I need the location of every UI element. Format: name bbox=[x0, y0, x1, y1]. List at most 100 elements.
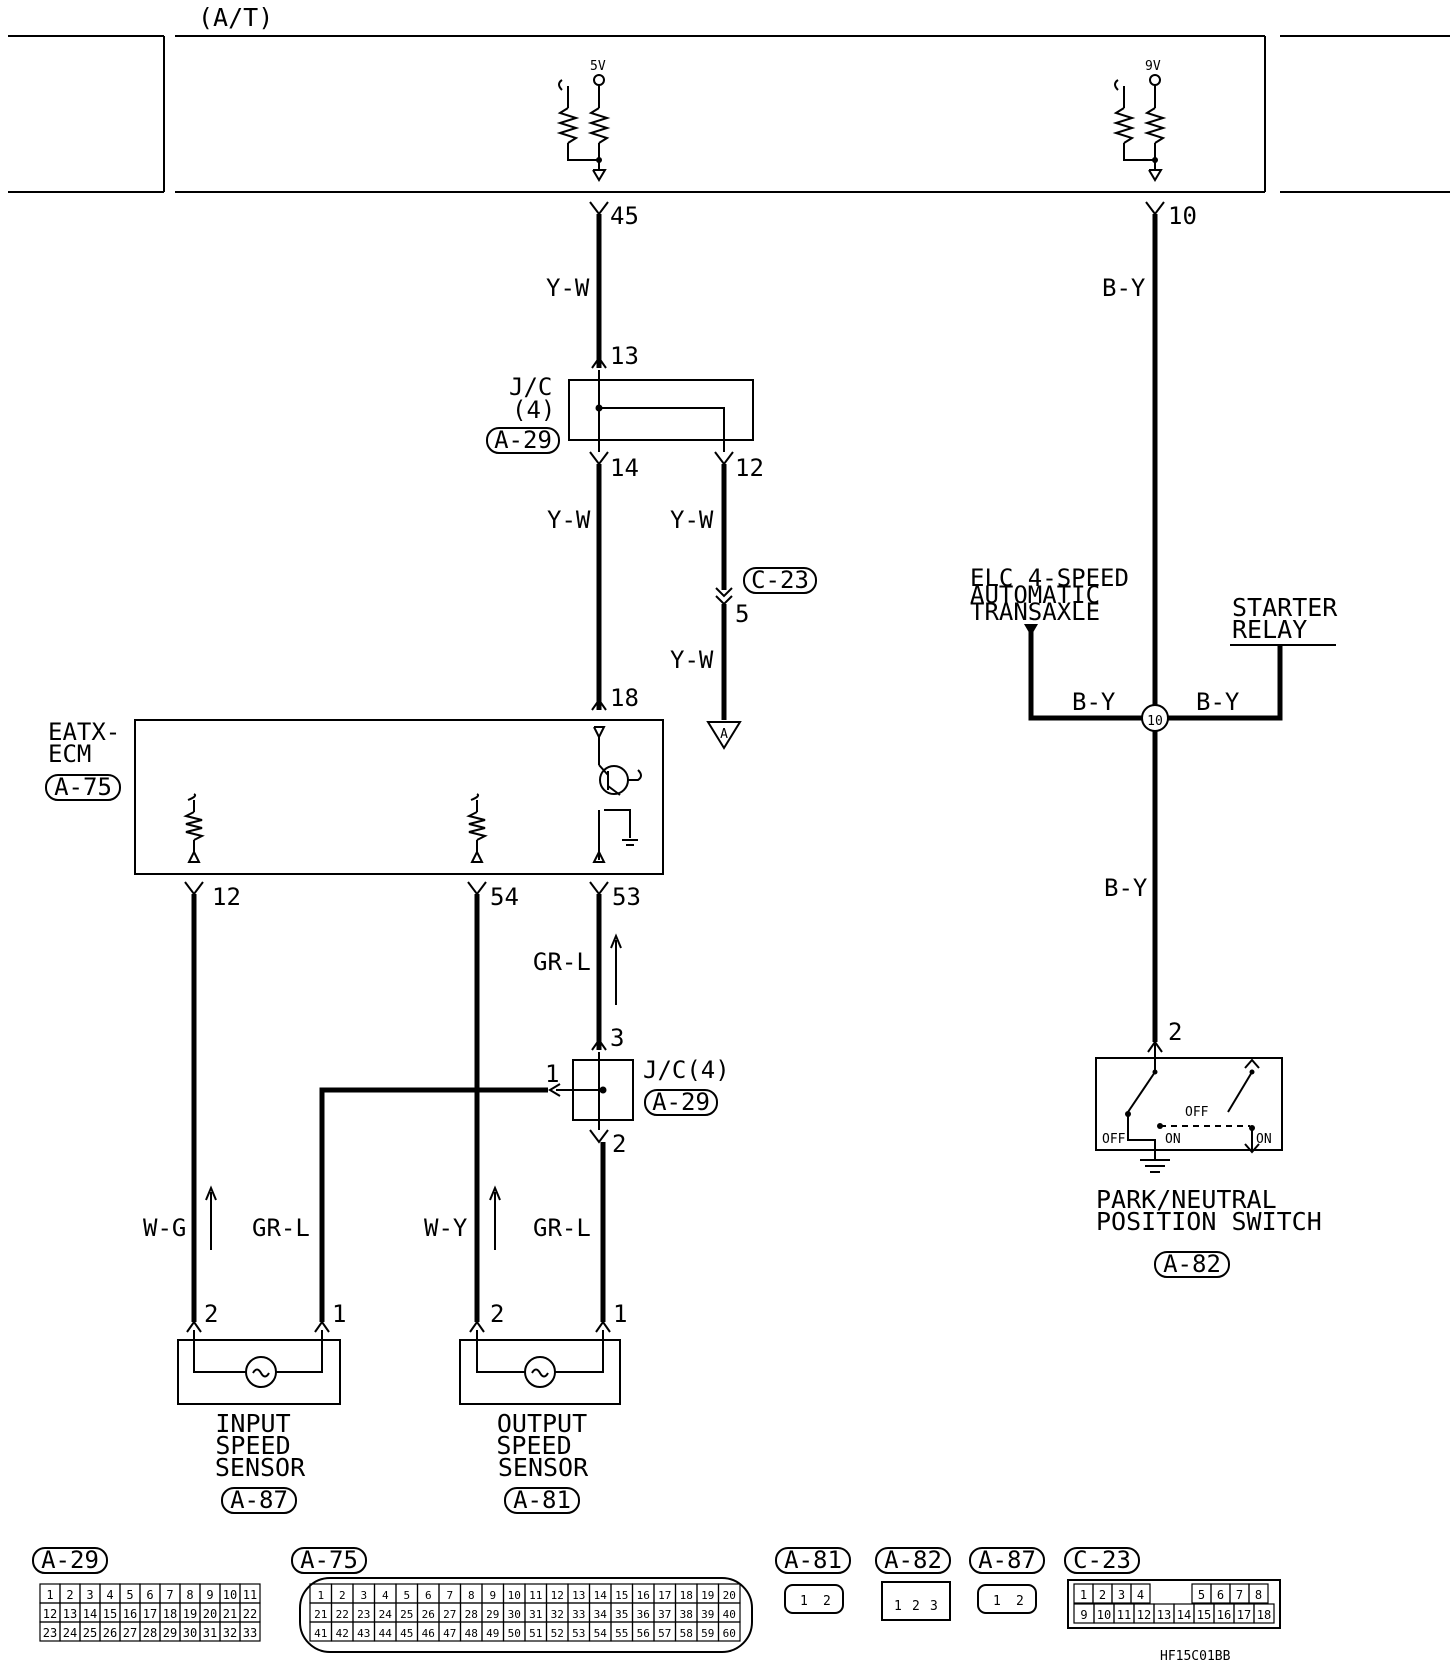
figure-code: HF15C01BB bbox=[1160, 1649, 1231, 1664]
connector-pin-number: 58 bbox=[680, 1627, 693, 1640]
connector-pin-number: 47 bbox=[443, 1627, 456, 1640]
elc-transaxle-label: ELC 4-SPEED AUTOMATIC TRANSAXLE bbox=[970, 564, 1129, 626]
input-sensor-pin-1: 1 bbox=[332, 1300, 346, 1328]
input-sensor-name-2: SPEED bbox=[215, 1431, 290, 1460]
wire-color-label: Y-W bbox=[670, 506, 714, 534]
connector-pin-number: 4 bbox=[1137, 1588, 1144, 1602]
wire-color-label: W-G bbox=[143, 1214, 186, 1242]
connector-pin-number: 16 bbox=[123, 1607, 137, 1621]
connector-pin-number: 40 bbox=[723, 1608, 736, 1621]
connector-pin-number: 20 bbox=[203, 1607, 217, 1621]
connector-pin-number: 14 bbox=[594, 1589, 608, 1602]
starter-line-2: RELAY bbox=[1232, 615, 1307, 644]
pin-1-jc-label: 1 bbox=[545, 1060, 559, 1088]
connector-pin-number: 18 bbox=[163, 1607, 177, 1621]
pin-5-label: 5 bbox=[735, 600, 749, 628]
connector-pin-number: 24 bbox=[63, 1626, 77, 1640]
connector-pin-number: 5 bbox=[403, 1589, 410, 1602]
connector-pin-number: 3 bbox=[1118, 1588, 1125, 1602]
ecm-name-2: ECM bbox=[48, 740, 91, 768]
pin-53-label: 53 bbox=[612, 883, 641, 911]
connector-pin-number: 6 bbox=[425, 1589, 432, 1602]
wire-color-label: B-Y bbox=[1072, 688, 1116, 716]
connector-cell bbox=[239, 1621, 261, 1642]
connector-pin-number: 15 bbox=[615, 1589, 628, 1602]
connector-pin-number: 39 bbox=[701, 1608, 714, 1621]
connector-pin-number: 21 bbox=[223, 1607, 237, 1621]
switch-on-2: ON bbox=[1256, 1132, 1272, 1147]
connector-pin-number: 23 bbox=[357, 1608, 370, 1621]
connector-pin-number: 46 bbox=[422, 1627, 435, 1640]
wire-color-label: Y-W bbox=[670, 646, 714, 674]
splice-node-10: 10 B-Y B-Y B-Y 2 bbox=[1024, 624, 1336, 1053]
input-sensor-code: A-87 bbox=[230, 1486, 288, 1514]
connector-pin-number: 14 bbox=[83, 1607, 97, 1621]
voltage-5v-label: 5V bbox=[590, 59, 606, 74]
connector-pin-number: 4 bbox=[106, 1588, 113, 1602]
starter-line-1: STARTER bbox=[1232, 593, 1338, 622]
pin-12-ecm-label: 12 bbox=[212, 883, 241, 911]
starter-relay-label: STARTER RELAY bbox=[1232, 593, 1338, 644]
connector-pin-number: 32 bbox=[223, 1626, 237, 1640]
wire-color-label: GR-L bbox=[252, 1214, 310, 1242]
connector-pin-number: 56 bbox=[637, 1627, 650, 1640]
connector-pin-number: 5 bbox=[1198, 1588, 1205, 1602]
switch-on-1: ON bbox=[1165, 1132, 1181, 1147]
connector-pin-number: 10 bbox=[223, 1588, 237, 1602]
a87-pin: 1 bbox=[993, 1594, 1001, 1609]
connector-a87-face: A-87 1 2 bbox=[969, 1546, 1045, 1614]
connector-pin-number: 2 bbox=[66, 1588, 73, 1602]
connector-pin-number: 10 bbox=[508, 1589, 521, 1602]
connector-pin-number: 19 bbox=[183, 1607, 197, 1621]
connector-pin-number: 16 bbox=[1217, 1608, 1231, 1622]
connector-pin-number: 31 bbox=[203, 1626, 217, 1640]
elc-line-1: ELC 4-SPEED bbox=[970, 564, 1129, 592]
connector-pin-number: 37 bbox=[658, 1608, 671, 1621]
pin-10-label: 10 bbox=[1168, 202, 1197, 230]
connector-pin-number: 17 bbox=[143, 1607, 157, 1621]
connector-pin-number: 8 bbox=[186, 1588, 193, 1602]
output-sensor-code: A-81 bbox=[513, 1486, 571, 1514]
connector-pin-number: 25 bbox=[83, 1626, 97, 1640]
connector-pin-number: 21 bbox=[314, 1608, 327, 1621]
connector-pin-number: 25 bbox=[400, 1608, 413, 1621]
connector-pin-number: 23 bbox=[43, 1626, 57, 1640]
connector-pin-number: 28 bbox=[143, 1626, 157, 1640]
wire-color-label: B-Y bbox=[1104, 874, 1148, 902]
pin-13-label: 13 bbox=[610, 342, 639, 370]
connector-pin-number: 13 bbox=[63, 1607, 77, 1621]
connector-pin-number: 1 bbox=[317, 1589, 324, 1602]
a87-pin: 2 bbox=[1016, 1594, 1024, 1609]
connector-pin-number: 38 bbox=[680, 1608, 693, 1621]
wire-gr-l-upper: 53 GR-L 3 bbox=[533, 881, 641, 1052]
wire-color-label: GR-L bbox=[533, 1214, 591, 1242]
connector-pin-number: 45 bbox=[400, 1627, 413, 1640]
connector-pin-number: 11 bbox=[529, 1589, 542, 1602]
connector-pin-number: 24 bbox=[379, 1608, 393, 1621]
a82-pin: 2 bbox=[912, 1599, 920, 1614]
output-sensor-name: OUTPUT bbox=[497, 1409, 587, 1438]
connector-pin-number: 59 bbox=[701, 1627, 714, 1640]
connector-pin-number: 3 bbox=[86, 1588, 93, 1602]
connector-pin-number: 29 bbox=[163, 1626, 177, 1640]
connector-pin-number: 7 bbox=[166, 1588, 173, 1602]
junction-connector-upper: J/C (4) A-29 bbox=[486, 370, 754, 454]
connector-pin-number: 32 bbox=[551, 1608, 564, 1621]
connector-pin-number: 13 bbox=[572, 1589, 585, 1602]
connector-pin-number: 9 bbox=[489, 1589, 496, 1602]
connector-pin-number: 11 bbox=[243, 1588, 257, 1602]
wire-y-w-main: 45 Y-W 13 bbox=[546, 201, 639, 370]
input-sensor-pin-2: 2 bbox=[204, 1300, 218, 1328]
connector-pin-number: 19 bbox=[701, 1589, 714, 1602]
connector-pin-number: 42 bbox=[336, 1627, 349, 1640]
pin-18-label: 18 bbox=[610, 684, 639, 712]
connector-pin-number: 12 bbox=[1137, 1608, 1151, 1622]
connector-pin-number: 1 bbox=[1080, 1588, 1087, 1602]
elc-line-2: AUTOMATIC bbox=[970, 581, 1100, 609]
connector-cell bbox=[1253, 1603, 1275, 1624]
connector-pin-number: 7 bbox=[446, 1589, 453, 1602]
connector-pin-number: 55 bbox=[615, 1627, 628, 1640]
a81-pin: 1 bbox=[800, 1594, 808, 1609]
pin-3-label: 3 bbox=[610, 1024, 624, 1052]
connector-pin-number: 49 bbox=[486, 1627, 499, 1640]
